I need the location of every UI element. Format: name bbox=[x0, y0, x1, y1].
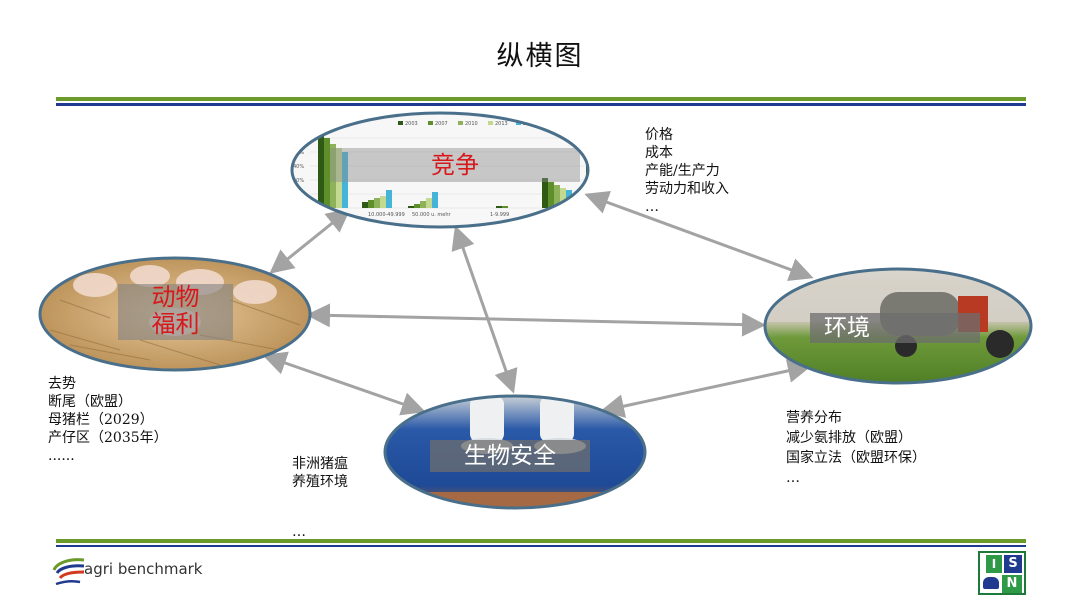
list-item: ...... bbox=[48, 448, 75, 464]
label-welfare-line1: 动物 bbox=[151, 283, 200, 311]
footer-rule-blue bbox=[56, 545, 1026, 547]
legend-2013: 2013 bbox=[495, 121, 508, 127]
label-welfare-line2: 福利 bbox=[151, 310, 200, 338]
label-environment: 环境 bbox=[810, 313, 980, 343]
isn-pig-icon bbox=[983, 577, 999, 589]
legend-2010: 2010 bbox=[465, 121, 478, 127]
list-item: 成本 bbox=[645, 145, 673, 161]
list-biosecurity: 非洲猪瘟 养殖环境 … bbox=[292, 455, 348, 541]
label-biosecurity-text: 生物安全 bbox=[464, 443, 556, 469]
list-item: 营养分布 bbox=[786, 410, 842, 426]
svg-text:10.000: 10.000 bbox=[546, 212, 564, 218]
agri-benchmark-logo-text: agri benchmark bbox=[84, 560, 203, 578]
svg-text:50.000 u. mehr: 50.000 u. mehr bbox=[412, 212, 452, 218]
isn-letter-n: N bbox=[1002, 575, 1022, 593]
list-item: 养殖环境 bbox=[292, 474, 348, 490]
list-item: 母猪栏（2029） bbox=[48, 412, 154, 428]
connectors bbox=[262, 190, 814, 418]
connector-welfare-biosecurity bbox=[262, 351, 426, 416]
svg-text:1-9.999: 1-9.999 bbox=[490, 212, 509, 218]
svg-text:30%: 30% bbox=[293, 178, 304, 184]
header-rule-blue bbox=[56, 103, 1026, 106]
label-competition: 竞争 bbox=[330, 148, 580, 182]
page-title: 纵横图 bbox=[496, 41, 584, 72]
list-item: … bbox=[645, 199, 659, 215]
label-biosecurity: 生物安全 bbox=[430, 440, 590, 472]
legend-2007: 2007 bbox=[435, 121, 448, 127]
svg-text:10%: 10% bbox=[293, 206, 304, 212]
list-item: … bbox=[292, 524, 306, 540]
connector-welfare-environment bbox=[306, 303, 766, 337]
competition-chart-bars bbox=[318, 132, 588, 208]
isn-letter-s: S bbox=[1004, 555, 1022, 573]
connector-competition-environment bbox=[584, 190, 814, 282]
svg-text:40%: 40% bbox=[293, 164, 304, 170]
list-item: 减少氨排放（欧盟） bbox=[786, 430, 912, 446]
list-item: 国家立法（欧盟环保） bbox=[786, 450, 926, 466]
connector-competition-welfare bbox=[269, 208, 351, 274]
label-competition-text: 竞争 bbox=[431, 151, 479, 179]
label-environment-text: 环境 bbox=[824, 315, 870, 341]
list-item: 劳动力和收入 bbox=[645, 181, 729, 197]
list-item: 产仔区（2035年） bbox=[48, 430, 168, 446]
list-environment: 营养分布 减少氨排放（欧盟） 国家立法（欧盟环保） … bbox=[786, 408, 926, 488]
list-competition: 价格 成本 产能/生产力 劳动力和收入 … bbox=[645, 126, 729, 216]
list-item: 断尾（欧盟） bbox=[48, 394, 132, 410]
legend-2003: 2003 bbox=[405, 121, 418, 127]
list-item: 价格 bbox=[645, 127, 673, 143]
isn-letter-i: I bbox=[991, 557, 997, 571]
footer-rule-green bbox=[56, 539, 1026, 543]
connector-competition-biosecurity bbox=[451, 225, 518, 394]
list-item: 去势 bbox=[48, 376, 76, 392]
isn-logo: S I N bbox=[978, 551, 1026, 595]
list-item: … bbox=[786, 470, 800, 486]
header-rule-green bbox=[56, 97, 1026, 101]
list-animal-welfare: 去势 断尾（欧盟） 母猪栏（2029） 产仔区（2035年） ...... bbox=[48, 375, 168, 465]
svg-text:60%: 60% bbox=[293, 136, 304, 142]
node-competition: 2003 2007 2010 2013 2016 60% 50% 40% 30%… bbox=[290, 111, 590, 229]
label-animal-welfare: 动物 福利 bbox=[118, 284, 233, 340]
list-item: 产能/生产力 bbox=[645, 163, 720, 179]
connector-environment-biosecurity bbox=[600, 359, 812, 418]
agri-benchmark-logo-icon bbox=[52, 558, 85, 586]
list-item: 非洲猪瘟 bbox=[292, 456, 348, 472]
svg-text:10.000-49.999: 10.000-49.999 bbox=[368, 212, 405, 218]
